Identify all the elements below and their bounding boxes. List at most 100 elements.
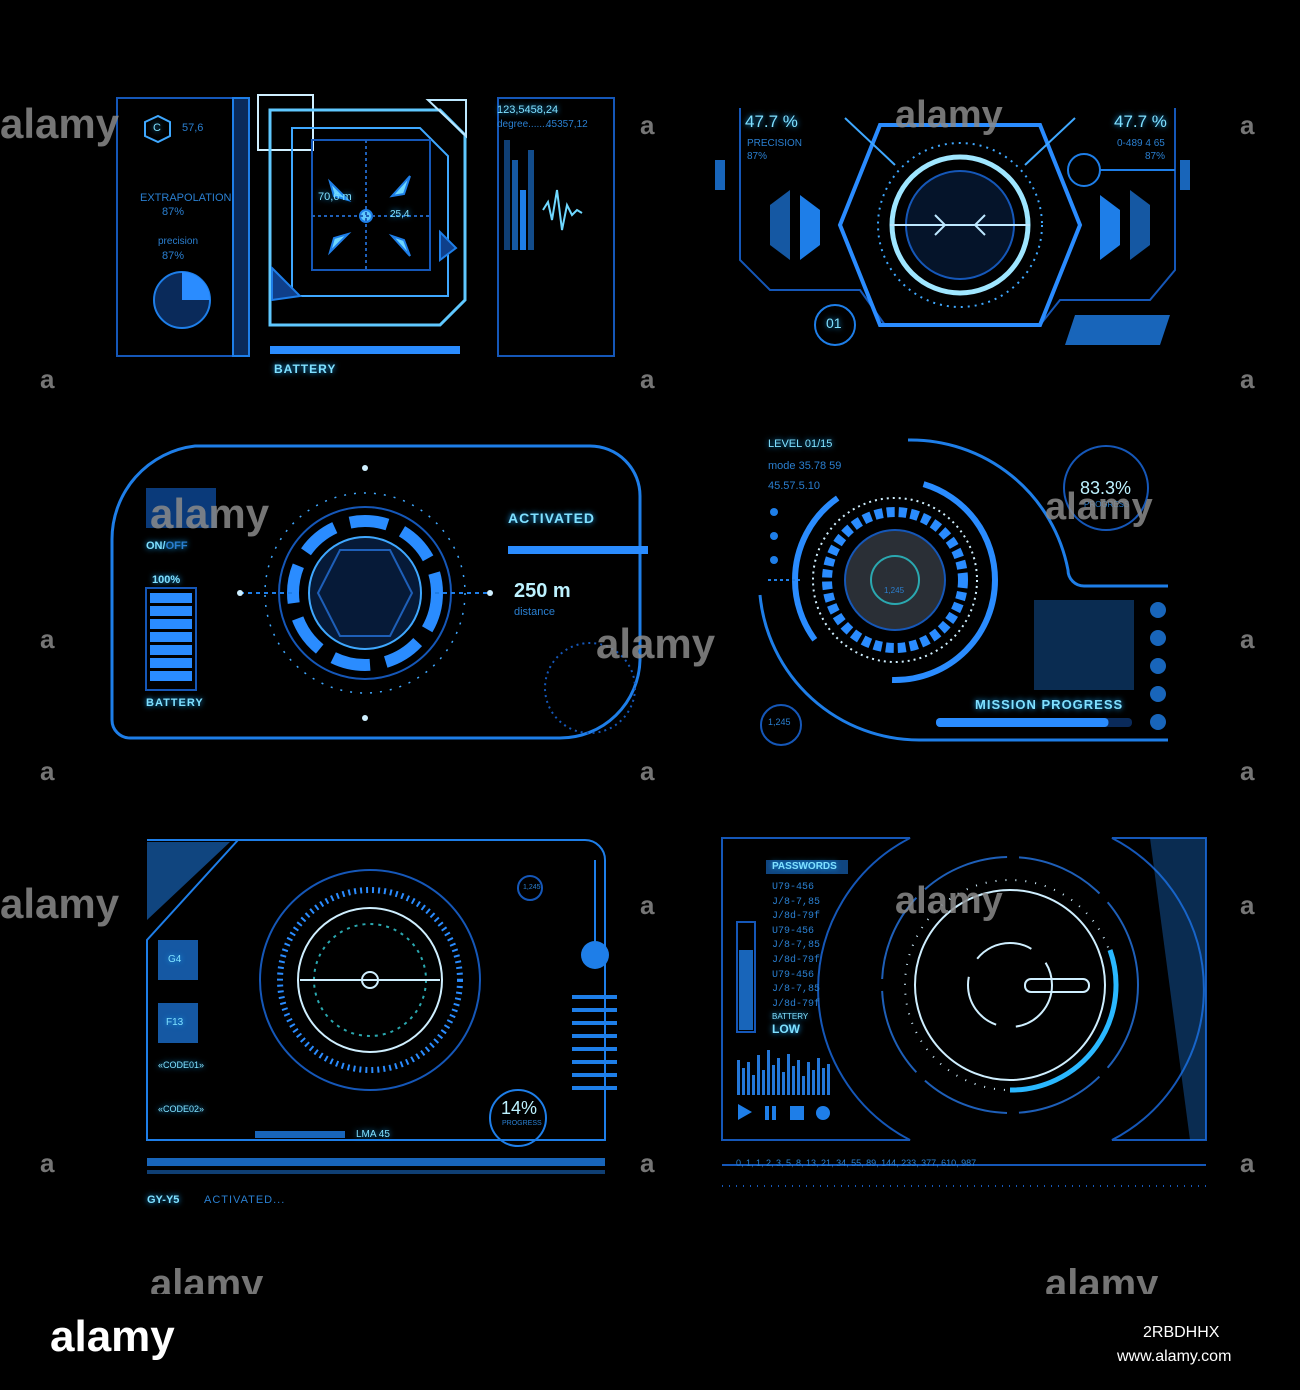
watermark-brand: alamy: [895, 94, 1003, 136]
watermark-letter: a: [1240, 1148, 1255, 1178]
panel2-right-code: 0-489 4 65: [1117, 138, 1165, 149]
watermark-letter: a: [640, 756, 655, 786]
panel-hexagon-scanner: 47.7 % PRECISION 87% 47.7 % 0-489 4 65 8…: [0, 0, 1300, 400]
password-item: U79-456: [772, 969, 815, 981]
password-item: J/8d-79f: [772, 911, 821, 923]
panel3-onoff[interactable]: ON/OFF: [146, 540, 188, 552]
panel1-range-value: 70,6 m: [318, 191, 352, 203]
panel5-frame: [146, 839, 617, 1174]
panel3-on-label: ON/: [146, 540, 166, 552]
panel6-frame: [721, 837, 1207, 1187]
stock-footer: alamy 2RBDHHX www.alamy.com: [0, 1294, 1300, 1390]
passwords-list: U79-456 J/8-7,85 J/8d-79f U79-456 J/8-7,…: [772, 881, 820, 1012]
watermark-brand: alamy: [1045, 486, 1153, 528]
watermark-letter: a: [40, 624, 55, 654]
panel3-distance-value: 250 m: [514, 580, 571, 602]
footer-logo: alamy: [50, 1312, 175, 1361]
panel6-battery-state: LOW: [772, 1022, 800, 1036]
panel6-sequence: 0, 1, 1, 2, 3, 5, 8, 13, 21, 34, 55, 89,…: [736, 1158, 977, 1168]
footer-site: www.alamy.com: [1117, 1348, 1232, 1365]
password-item: J/8-7,85: [772, 940, 821, 952]
panel1-battery-label: BATTERY: [274, 362, 337, 376]
watermark-letter: a: [40, 364, 55, 394]
password-item: J/8-7,85: [772, 896, 821, 908]
panel5-code2: «CODE02»: [158, 1104, 205, 1114]
watermark-letter: a: [1240, 110, 1255, 140]
watermark-letter: a: [1240, 624, 1255, 654]
panel5-corner-value: 1,245: [523, 884, 541, 891]
panel4-level: LEVEL 01/15: [768, 438, 833, 450]
panel5-key-g4[interactable]: G4: [168, 954, 182, 965]
watermark-letter: a: [640, 1148, 655, 1178]
panel-targeting-square: C 57,6 EXTRAPOLATION 87% precision 87% 7…: [0, 0, 650, 400]
panel2-left-percent: 47.7 %: [745, 112, 798, 131]
password-item: J/8-7,85: [772, 984, 821, 996]
panel1-extrapolation-label: EXTRAPOLATION: [140, 192, 232, 204]
watermark-brand: alamy: [150, 490, 270, 537]
panel2-left-value: 87%: [747, 151, 768, 162]
password-item: U79-456: [772, 925, 815, 937]
footer-image-code: 2RBDHHX: [1143, 1324, 1220, 1341]
panel6-equalizer: [737, 1050, 830, 1095]
panel-activation-capsule: ON/OFF 100% BATTERY ACTIVATED 250 m dist…: [0, 400, 650, 800]
panel4-progress-value: 83.3%: [1080, 478, 1132, 498]
watermark-letter: a: [640, 364, 655, 394]
panel5-progress-label: PROGRESS: [502, 1120, 542, 1127]
watermark-brand: alamy: [895, 880, 1003, 922]
panel3-distance-label: distance: [514, 606, 555, 618]
panel2-counter: 01: [826, 315, 842, 331]
panel5-activated: ACTIVATED...: [204, 1194, 286, 1206]
panel2-right-percent: 47.7 %: [1114, 112, 1167, 131]
panel1-frame: [116, 94, 615, 357]
panel-passwords-dial: PASSWORDS U79-456 J/8-7,85 J/8d-79f U79-…: [0, 800, 1300, 1240]
panel3-battery-label: BATTERY: [146, 697, 204, 709]
watermark-letter: a: [1240, 364, 1255, 394]
panel2-left-label: PRECISION: [747, 138, 803, 149]
watermark-brand: alamy: [0, 100, 120, 147]
panel1-badge: C: [153, 122, 161, 134]
panel4-mission-label: MISSION PROGRESS: [975, 697, 1124, 712]
panel1-precision-value: 87%: [162, 250, 185, 262]
panel3-frame: [110, 444, 648, 740]
panel5-gy: GY-Y5: [147, 1194, 180, 1206]
panel2-right-value: 87%: [1145, 151, 1166, 162]
password-item: J/8d-79f: [772, 998, 821, 1010]
panel4-frame: [758, 438, 1168, 746]
panel1-extrapolation-value: 87%: [162, 206, 185, 218]
watermark-letter: a: [40, 1148, 55, 1178]
panel-mission-progress: LEVEL 01/15 mode 35.78 59 45.57.5.10 83.…: [0, 400, 1300, 800]
watermark-letter: a: [640, 890, 655, 920]
panel1-precision-label: precision: [158, 236, 199, 247]
panel3-activated: ACTIVATED: [508, 510, 596, 526]
panel6-battery-label: BATTERY: [772, 1012, 809, 1021]
watermark-letter: a: [1240, 890, 1255, 920]
watermark-letter: a: [1240, 756, 1255, 786]
watermark-brand: alamy: [596, 620, 716, 667]
panel4-center-value: 1,245: [884, 586, 905, 595]
password-item: J/8d-79f: [772, 954, 821, 966]
panel5-key-f13[interactable]: F13: [166, 1017, 184, 1028]
panel4-corner-value: 1,245: [768, 717, 791, 727]
password-item: U79-456: [772, 882, 815, 893]
watermark-letter: a: [40, 756, 55, 786]
watermark-brand: alamy: [0, 880, 120, 927]
panel5-lma: LMA 45: [356, 1129, 390, 1140]
panel1-degree-value: 45357,12: [546, 119, 588, 130]
panel4-coords: 45.57.5.10: [768, 480, 820, 492]
panel1-badge-value: 57,6: [182, 122, 204, 134]
panel3-battery-percent: 100%: [152, 574, 181, 586]
panel4-mode: mode 35.78 59: [768, 460, 842, 472]
panel-code-gauge: 1,245 G4 F13 «CODE01» «CODE02» LMA 45 14…: [0, 800, 650, 1240]
panel4-progress-label: PROGRESS: [1084, 500, 1130, 509]
panel3-battery-bars: [150, 593, 192, 681]
watermark-letter: a: [640, 110, 655, 140]
panel5-code1: «CODE01»: [158, 1060, 205, 1070]
panel1-angle-value: 25,4: [390, 209, 410, 220]
panel4-mission-progress-fill: [936, 718, 1109, 727]
panel5-progress-value: 14%: [501, 1098, 538, 1118]
panel3-off-label: OFF: [165, 540, 188, 552]
panel6-passwords-title: PASSWORDS: [772, 861, 837, 872]
panel1-degree-label: degree........: [497, 119, 551, 130]
panel1-coord: 123,5458,24: [497, 104, 559, 116]
panel2-frame: [715, 108, 1190, 346]
